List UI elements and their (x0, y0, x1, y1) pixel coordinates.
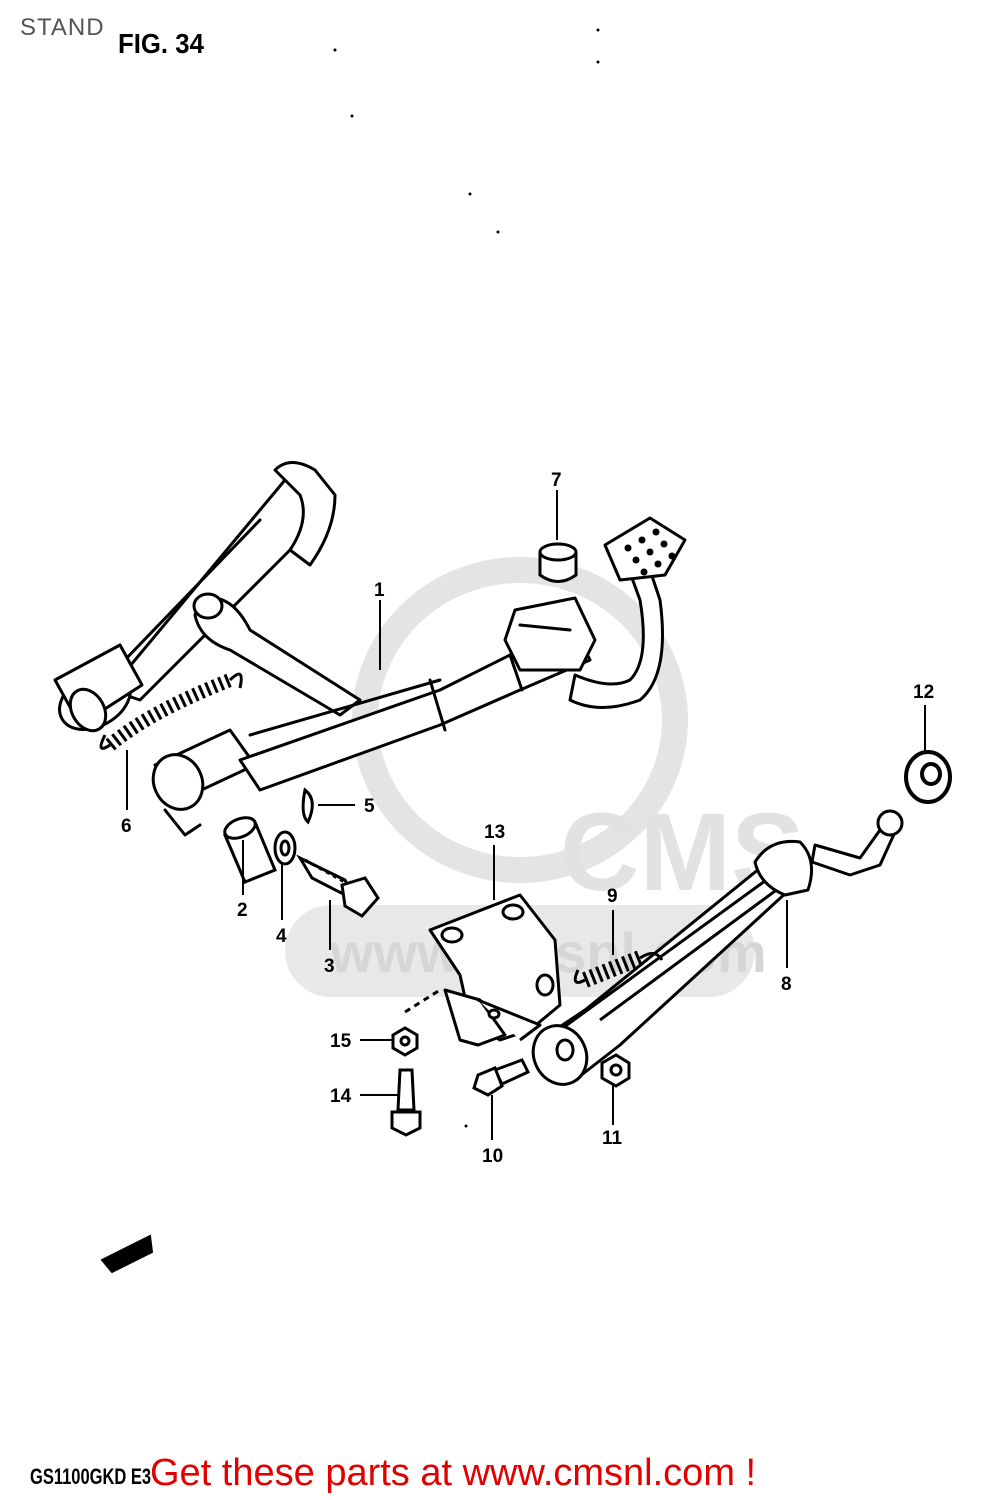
callout-11: 11 (602, 1128, 623, 1149)
callout-13: 13 (484, 822, 505, 843)
leader-lines (126, 490, 926, 1140)
part-3-bolt (296, 854, 380, 918)
part-5-cotter-pin (301, 787, 314, 825)
callout-1: 1 (374, 580, 385, 601)
callout-numbers: 1 2 3 4 5 6 7 8 9 10 11 12 13 14 15 (121, 470, 934, 1167)
callout-10: 10 (482, 1146, 503, 1167)
part-8-side-stand (531, 809, 904, 1086)
callout-12: 12 (913, 682, 934, 703)
part-2-bushing (223, 816, 277, 884)
page-title: STAND (20, 14, 105, 41)
callout-15: 15 (330, 1031, 352, 1052)
scan-specks (333, 28, 600, 1128)
callout-3: 3 (324, 956, 335, 977)
part-4-washer (273, 830, 297, 866)
front-arrow-icon (100, 1234, 154, 1274)
callout-7: 7 (551, 470, 562, 491)
part-6-spring (99, 672, 243, 751)
part-1-main-stand (53, 461, 687, 837)
callout-14: 14 (330, 1086, 352, 1107)
callout-2: 2 (237, 900, 248, 921)
part-11-nut (600, 1053, 631, 1088)
part-14-bolt (390, 1068, 422, 1137)
model-code: GS1100GKD E3 (30, 1464, 152, 1489)
callout-8: 8 (781, 974, 792, 995)
part-10-bolt (472, 1058, 531, 1097)
callout-9: 9 (607, 886, 618, 907)
part-13-bracket (404, 893, 562, 1047)
callout-5: 5 (364, 796, 375, 817)
part-12-grommet (904, 750, 952, 804)
figure-label: FIG. 34 (118, 28, 204, 59)
part-7-pedal-rubber-cap (538, 542, 578, 583)
callout-4: 4 (276, 926, 287, 947)
callout-6: 6 (121, 816, 132, 837)
footer-parts-link[interactable]: Get these parts at www.cmsnl.com ! (150, 1452, 757, 1494)
part-15-nut (391, 1026, 419, 1057)
part-9-spring (573, 950, 664, 988)
